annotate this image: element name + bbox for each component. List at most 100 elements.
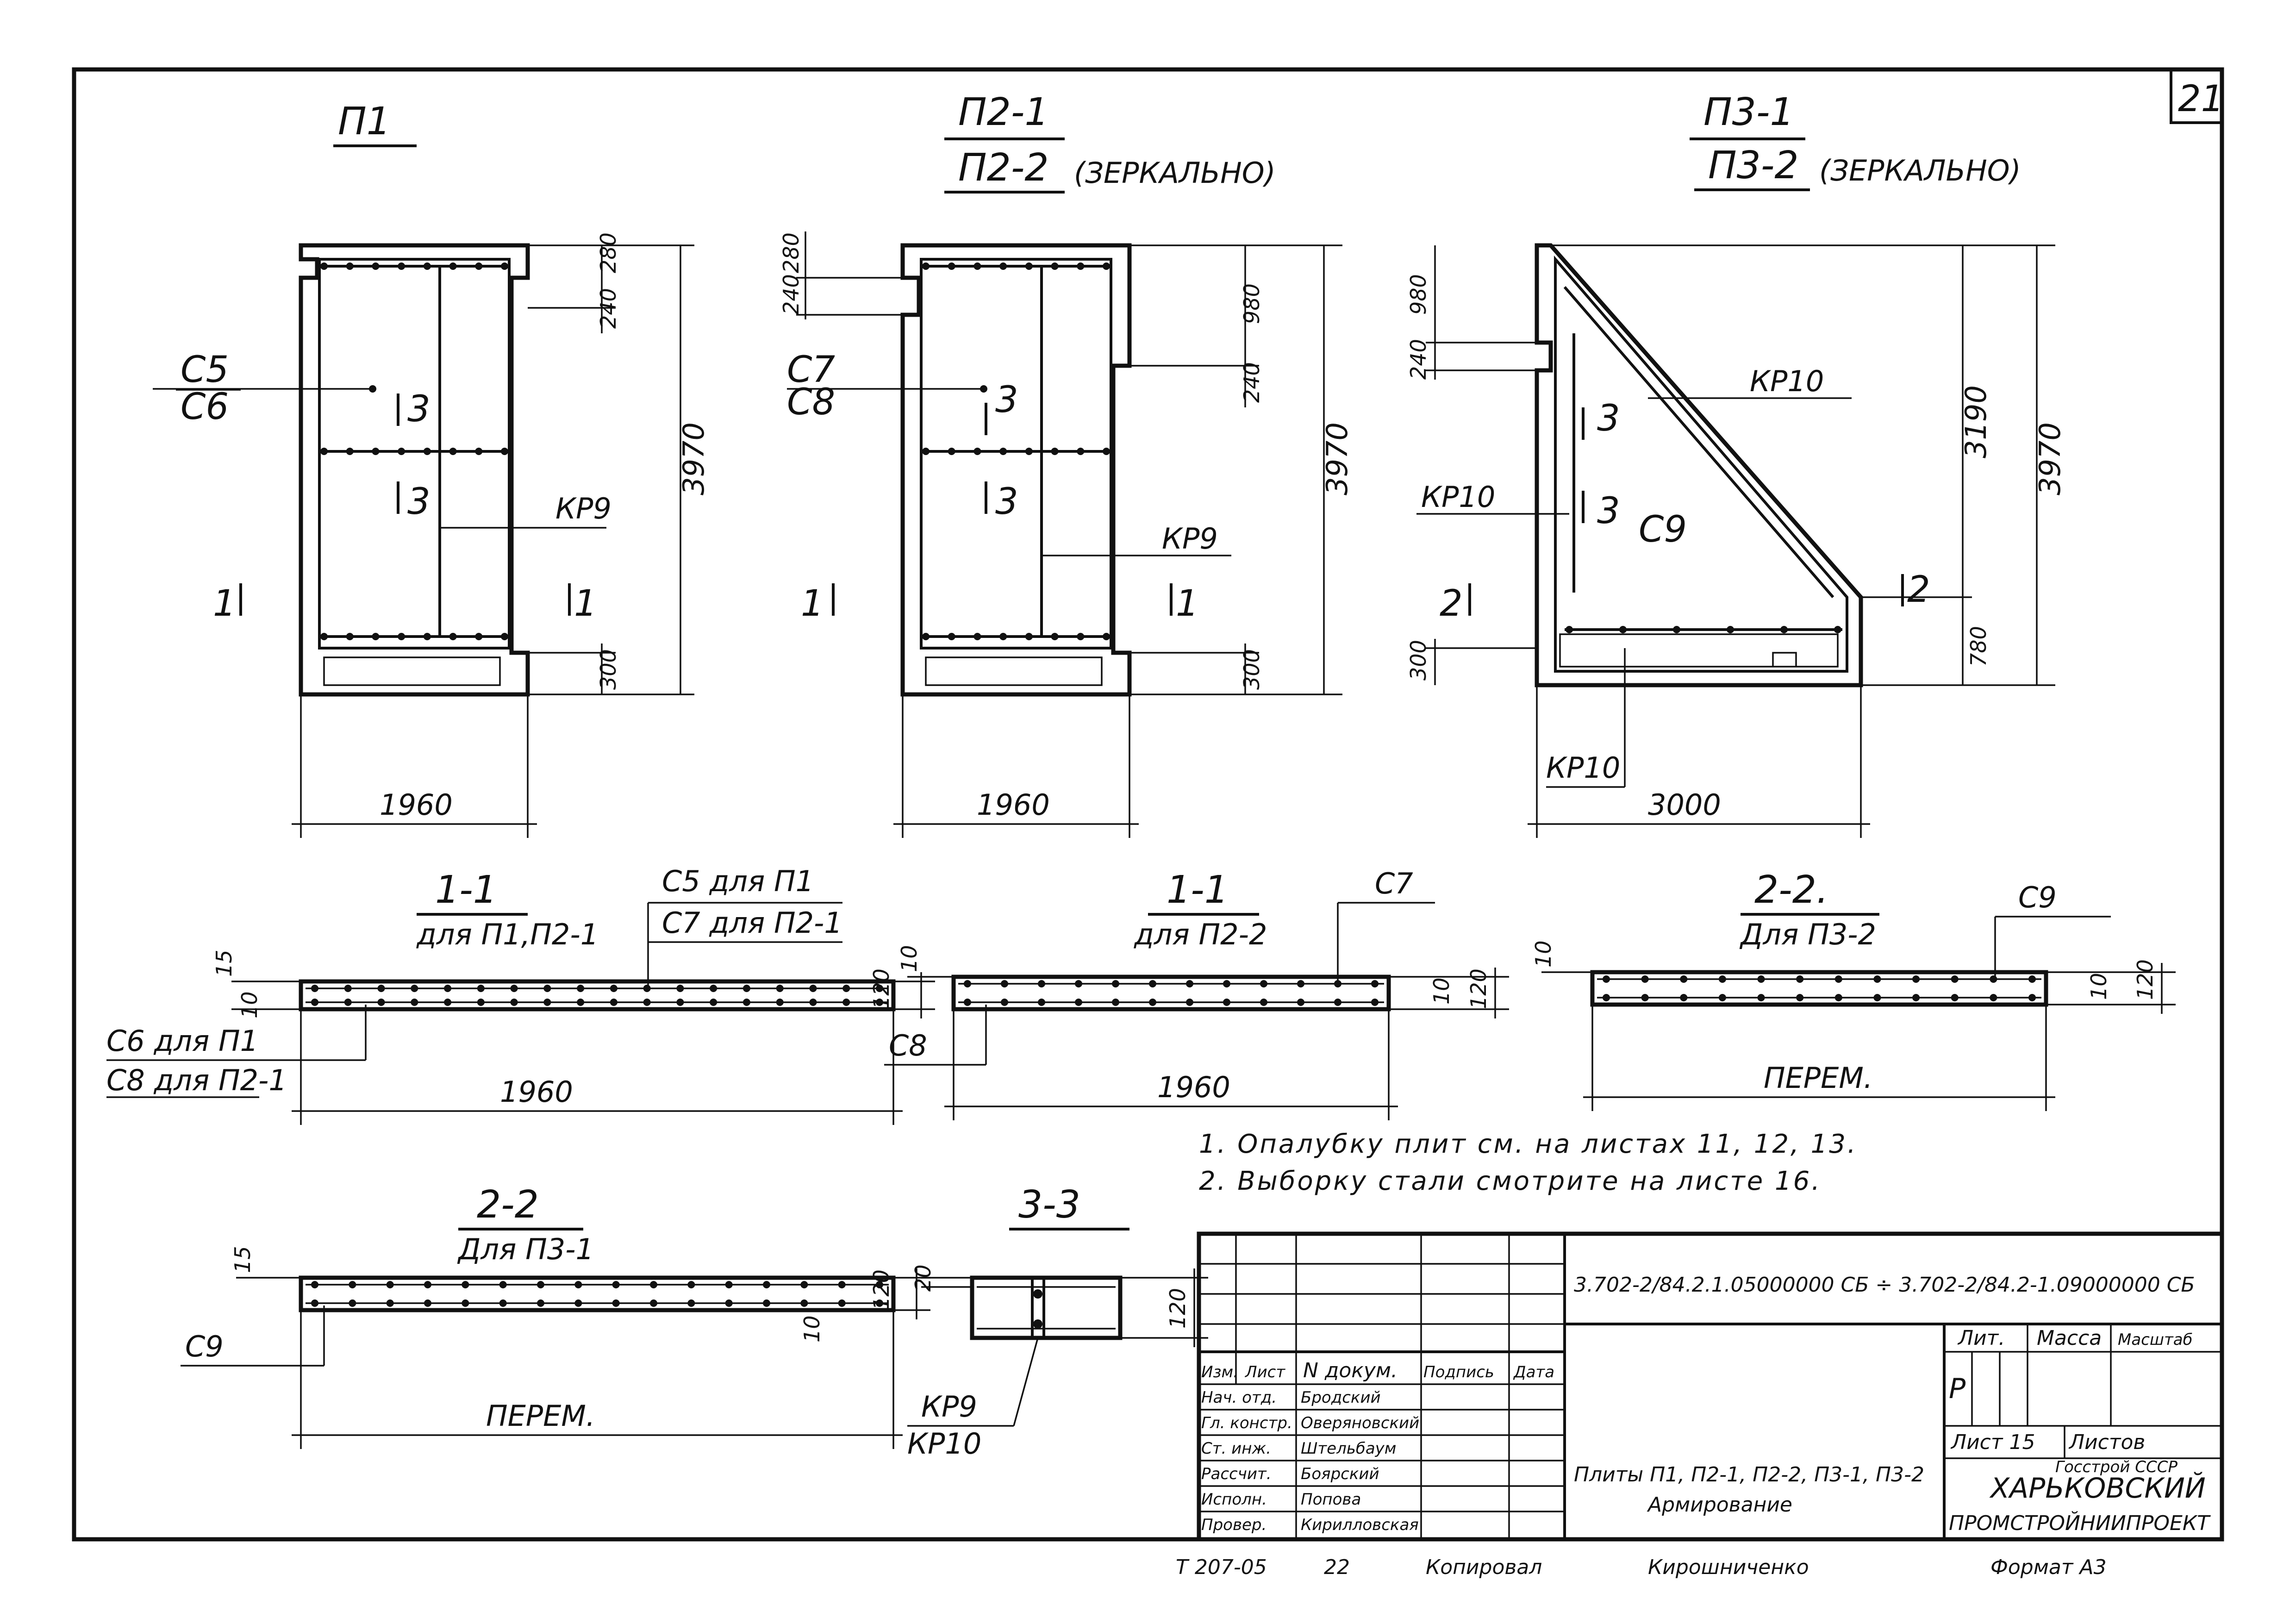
rebar-dot xyxy=(1371,980,1379,987)
view-p3-mark-kp10-c: КР10 xyxy=(1546,751,1620,785)
rebar-dot xyxy=(1834,975,1842,983)
rebar-dot xyxy=(725,1299,733,1307)
rebar-dot xyxy=(876,1299,883,1307)
tb-name-2: Армирование xyxy=(1647,1493,1792,1517)
rebar-dot xyxy=(311,999,318,1006)
rebar-dot xyxy=(320,262,328,270)
rebar-dot xyxy=(543,999,551,1006)
rebar-dot xyxy=(999,448,1007,455)
view-p2-sec1-left: 1 xyxy=(801,583,824,625)
tb-person-name: Попова xyxy=(1301,1490,1361,1509)
rebar-dot xyxy=(1990,975,1997,983)
rebar-dot xyxy=(922,448,930,455)
rebar-dot xyxy=(311,1299,318,1307)
tb-mass: Масса xyxy=(2037,1326,2102,1350)
rebar-dot xyxy=(501,448,508,455)
rebar-dot xyxy=(838,1281,846,1288)
rebar-dot xyxy=(1103,633,1110,640)
view-p3-sec3-up: 3 xyxy=(1597,398,1620,439)
rebar-dot xyxy=(475,262,483,270)
sheet-number: 21 xyxy=(2178,78,2224,120)
section-2-2-a-d2: 10 xyxy=(2086,973,2111,1000)
rebar-dot xyxy=(1680,975,1688,983)
rebar-dot xyxy=(398,262,406,270)
rebar-dot xyxy=(1680,994,1688,1001)
rebar-dot xyxy=(948,633,955,640)
section-1-1-a-d1: 15 xyxy=(212,949,237,977)
rebar-dot xyxy=(372,448,380,455)
rebar-dot xyxy=(1186,980,1193,987)
rebar-dot xyxy=(710,985,718,992)
rebar-dot xyxy=(710,999,718,1006)
section-1-1-b-title: 1-1 xyxy=(1167,868,1229,912)
section-3-3-lead2: КР10 xyxy=(907,1427,981,1461)
rebar-dot xyxy=(1990,994,1997,1001)
view-p1-mark-c5: С5 xyxy=(181,349,229,391)
section-1-1-b-width: 1960 xyxy=(1157,1070,1230,1104)
rebar-dot xyxy=(800,1299,808,1307)
section-2-2-a-slab xyxy=(1590,970,2048,1007)
rebar-dot xyxy=(1075,999,1082,1006)
rebar-dot xyxy=(1077,633,1085,640)
rebar-dot xyxy=(842,999,850,1006)
notes: 1. Опалубку плит см. на листах 11, 12, 1… xyxy=(1199,1129,1856,1196)
view-p2-dim-mid1: 980 xyxy=(1239,283,1264,324)
rebar-dot xyxy=(776,985,784,992)
rebar-dot xyxy=(449,448,457,455)
view-p1-sec3-down: 3 xyxy=(407,481,430,523)
section-1-1-b-sub: для П2-2 xyxy=(1134,918,1267,951)
view-p3-mark-kp10-b: КР10 xyxy=(1421,480,1495,514)
rebar-dot xyxy=(676,985,684,992)
view-p1-sec3-up: 3 xyxy=(407,388,430,430)
section-1-1-a: 1-1 для П1,П2-1 С5 для П1 С7 для П2-1 С6… xyxy=(106,864,935,1125)
footer-copied-label: Копировал xyxy=(1426,1555,1542,1579)
rebar-dot xyxy=(1834,994,1842,1001)
view-p1-title: П1 xyxy=(338,100,391,144)
tb-person-role: Рассчит. xyxy=(1201,1465,1272,1483)
view-p3-sec3-down: 3 xyxy=(1597,490,1620,532)
view-p1-sec1-right: 1 xyxy=(574,583,597,625)
rebar-dot xyxy=(1001,980,1008,987)
rebar-dot xyxy=(423,633,431,640)
section-2-2-b: 2-2 Для П3-1 С9 ПЕРЕМ. 15 120 10 xyxy=(181,1183,930,1449)
rebar-dot xyxy=(449,262,457,270)
rebar-dot xyxy=(462,1299,469,1307)
view-p2-mark-c8: С8 xyxy=(787,381,835,423)
rebar-dot xyxy=(876,999,883,1006)
view-p3-dim-height: 3970 xyxy=(2033,422,2067,495)
rebar-dot xyxy=(311,1281,318,1288)
view-p1-outline xyxy=(299,243,530,697)
tb-org-3: ПРОМСТРОЙНИИПРОЕКТ xyxy=(1949,1511,2211,1535)
tb-org-1: Госстрой СССР xyxy=(2055,1458,2177,1476)
rebar-dot xyxy=(1718,994,1726,1001)
rebar-dot xyxy=(411,999,418,1006)
rebar-dot xyxy=(922,633,930,640)
rebar-dot xyxy=(643,999,651,1006)
view-p1-dim-top1: 280 xyxy=(596,232,621,273)
rebar-dot xyxy=(423,262,431,270)
section-1-1-a-title: 1-1 xyxy=(435,868,497,912)
view-p2-mirror: (ЗЕРКАЛЬНО) xyxy=(1074,156,1276,190)
section-2-2-b-slab xyxy=(299,1275,896,1312)
view-p3-mark-kp10-a: КР10 xyxy=(1750,364,1824,398)
rebar-dot xyxy=(964,980,971,987)
tb-head-izm: Изм. xyxy=(1201,1363,1238,1381)
rebar-dot xyxy=(1619,626,1627,633)
rebar-dot xyxy=(398,448,406,455)
tb-person-name: Кирилловская xyxy=(1301,1516,1419,1534)
rebar-dot xyxy=(1051,262,1059,270)
view-p2-outline xyxy=(900,243,1132,697)
rebar-dot xyxy=(1103,448,1110,455)
rebar-dot xyxy=(1186,999,1193,1006)
view-p3-dim-width: 3000 xyxy=(1648,788,1721,822)
view-p3-mirror: (ЗЕРКАЛЬНО) xyxy=(1819,154,2021,187)
tb-person-role: Провер. xyxy=(1201,1516,1267,1534)
view-p3-sec2-right: 2 xyxy=(1907,569,1930,611)
rebar-dot xyxy=(320,448,328,455)
view-p2-dim-height: 3970 xyxy=(1320,422,1354,495)
view-p3-title2: П3-2 xyxy=(1708,144,1799,187)
rebar-dot xyxy=(1641,994,1649,1001)
section-1-1-b-lead2: С8 xyxy=(889,1029,927,1062)
section-2-2-a-d1: 10 xyxy=(1531,940,1556,968)
rebar-dot xyxy=(763,1281,770,1288)
